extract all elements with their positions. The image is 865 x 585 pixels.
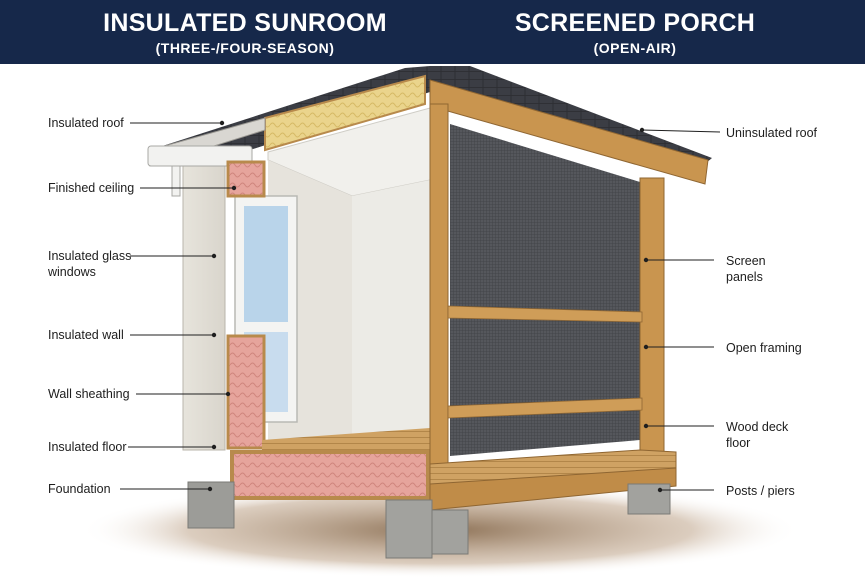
roof-insulation (264, 74, 426, 152)
label-screen-panels-line2: panels (726, 270, 763, 284)
dot-foundation (207, 486, 213, 492)
label-wall-sheathing: Wall sheathing (48, 386, 130, 402)
sunroom-subtitle: (THREE-/FOUR-SEASON) (155, 40, 335, 56)
floor-insulation (230, 450, 430, 500)
building-cutaway-drawing (80, 66, 800, 578)
gutter (147, 145, 253, 167)
porch-heading: SCREENED PORCH (OPEN-AIR) (450, 8, 820, 57)
porch-pier-front (431, 509, 469, 555)
label-screen-panels: Screen panels (726, 253, 766, 285)
interior-side-wall (352, 180, 430, 440)
label-insulated-floor-text: Insulated floor (48, 440, 127, 454)
label-insulated-wall: Insulated wall (48, 327, 124, 343)
header-bar: INSULATED SUNROOM (THREE-/FOUR-SEASON) S… (0, 0, 865, 64)
right-leader-dots (639, 127, 663, 493)
window-glass-upper (244, 206, 288, 322)
label-foundation-text: Foundation (48, 482, 111, 496)
sunroom-heading: INSULATED SUNROOM (THREE-/FOUR-SEASON) (60, 8, 430, 57)
sunroom-foundation-front (385, 499, 433, 559)
porch-pier-right (627, 483, 671, 515)
dot-insulated-glass-windows (211, 253, 217, 259)
porch-screen-upper (450, 124, 640, 316)
label-insulated-glass-windows: Insulated glass windows (48, 248, 131, 280)
label-open-framing: Open framing (726, 340, 802, 356)
label-uninsulated-roof: Uninsulated roof (726, 125, 817, 141)
label-insulated-wall-text: Insulated wall (48, 328, 124, 342)
dot-finished-ceiling (231, 185, 237, 191)
label-insulated-glass-windows-line2: windows (48, 265, 96, 279)
dot-open-framing (643, 344, 649, 350)
dot-wall-sheathing (225, 391, 231, 397)
dot-insulated-roof (219, 120, 225, 126)
label-open-framing-text: Open framing (726, 341, 802, 355)
porch-title: SCREENED PORCH (514, 9, 756, 37)
label-uninsulated-roof-text: Uninsulated roof (726, 126, 818, 140)
label-posts-piers: Posts / piers (726, 483, 795, 499)
label-insulated-roof-text: Insulated roof (48, 116, 124, 130)
dot-screen-panels (643, 257, 649, 263)
sunroom-roof (150, 66, 430, 150)
dot-insulated-wall (211, 332, 217, 338)
roof-rafter (429, 79, 709, 185)
porch-post-left (429, 103, 449, 485)
label-insulated-roof: Insulated roof (48, 115, 124, 131)
label-wood-deck-floor-line1: Wood deck (726, 420, 789, 434)
wall-insulation-lower (226, 334, 266, 450)
wall-insulation-upper (226, 160, 266, 198)
label-wall-sheathing-text: Wall sheathing (48, 387, 130, 401)
left-leader-dots (207, 120, 237, 492)
leader-uninsulated-roof (641, 129, 721, 133)
label-screen-panels-line1: Screen (726, 254, 766, 268)
label-finished-ceiling-text: Finished ceiling (48, 181, 135, 195)
downspout (171, 165, 181, 197)
dot-insulated-floor (211, 444, 217, 450)
porch-rail-middle (447, 305, 643, 323)
label-posts-piers-text: Posts / piers (726, 484, 795, 498)
sunroom-title: INSULATED SUNROOM (103, 9, 387, 37)
label-insulated-floor: Insulated floor (48, 439, 127, 455)
dot-posts-piers (657, 487, 663, 493)
label-wood-deck-floor: Wood deck floor (726, 419, 788, 451)
left-leader-lines (120, 122, 234, 490)
label-finished-ceiling: Finished ceiling (48, 180, 134, 196)
label-wood-deck-floor-line2: floor (726, 436, 751, 450)
label-foundation: Foundation (48, 481, 111, 497)
cutaway-illustration (0, 64, 865, 580)
porch-screen-lower (450, 318, 640, 456)
dot-wood-deck-floor (643, 423, 649, 429)
porch-subtitle: (OPEN-AIR) (593, 40, 677, 56)
porch-rail-lower (447, 397, 643, 419)
sunroom-exterior-wall (182, 159, 226, 451)
porch-post-right (639, 177, 665, 469)
right-leader-lines (641, 129, 721, 491)
dot-uninsulated-roof (639, 127, 645, 133)
label-insulated-glass-windows-line1: Insulated glass (48, 249, 132, 263)
